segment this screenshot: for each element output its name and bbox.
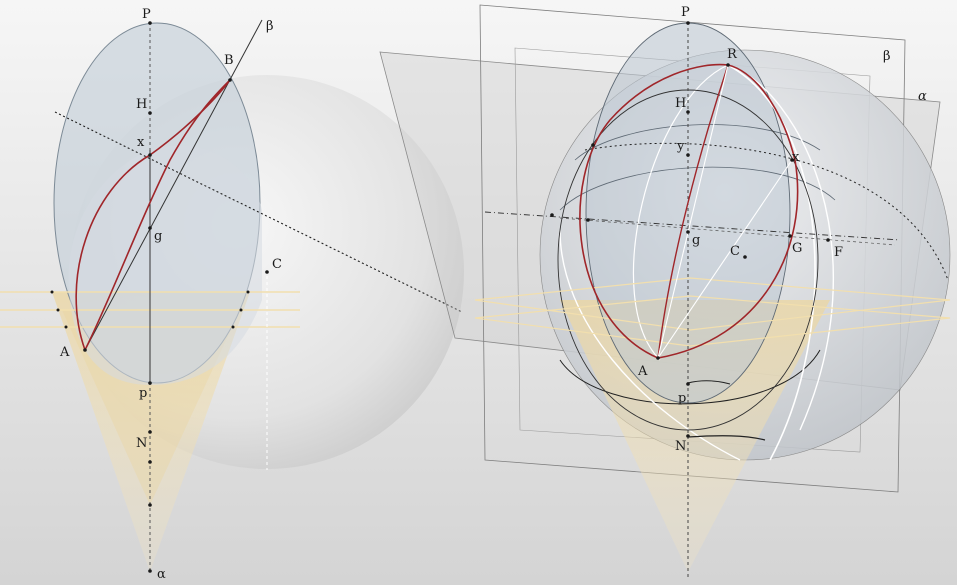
left-label-H: H xyxy=(136,97,147,112)
left-label-N: N xyxy=(136,436,147,451)
right-label-R: R xyxy=(727,47,738,62)
left-label-C: C xyxy=(272,257,282,272)
right-points xyxy=(550,21,830,438)
right-label-x: x xyxy=(792,150,800,165)
right-label-g: g xyxy=(692,233,700,248)
right-label-F: F xyxy=(834,245,843,260)
left-diagonal-dotted xyxy=(54,111,463,313)
right-label-alpha: α xyxy=(918,89,927,104)
right-label-G: G xyxy=(792,241,802,256)
right-axis-line-1 xyxy=(484,211,901,241)
left-label-P: P xyxy=(142,7,151,22)
left-label-alpha: α xyxy=(157,567,166,582)
right-white-meridian-4 xyxy=(559,229,741,461)
right-guide-plane-2 xyxy=(474,295,951,347)
right-latitude-mid xyxy=(559,166,836,211)
left-red-arc-inner xyxy=(84,79,231,351)
right-label-H: H xyxy=(675,96,686,111)
right-label-beta: β xyxy=(883,49,891,64)
right-alpha-dotted-curve xyxy=(584,142,949,281)
left-label-beta: β xyxy=(266,19,274,34)
right-guide-plane-1 xyxy=(474,277,951,331)
right-label-P: P xyxy=(681,5,690,20)
right-red-arc-3 xyxy=(657,64,729,359)
right-label-A: A xyxy=(637,364,648,379)
left-label-B: B xyxy=(224,53,234,68)
right-p-curve xyxy=(687,380,731,385)
right-latitude-bottom xyxy=(559,349,821,405)
right-latitude-top xyxy=(574,124,821,161)
right-white-line-Ax xyxy=(657,159,793,359)
right-white-meridian-2 xyxy=(727,64,834,431)
left-figure: P β B H x g C A p N α xyxy=(0,7,464,582)
right-white-meridian-3 xyxy=(632,64,729,361)
right-red-arc-2 xyxy=(657,64,799,359)
left-points xyxy=(50,21,269,573)
right-figure: P β α R H y x g C G F A p N xyxy=(379,4,951,578)
right-white-line-AR xyxy=(657,64,729,359)
right-axis-line-2 xyxy=(559,217,896,246)
right-label-N: N xyxy=(675,439,686,454)
left-label-x: x xyxy=(137,135,145,150)
left-overlap-region xyxy=(68,145,262,385)
left-red-arc-outer xyxy=(75,79,231,351)
left-label-A: A xyxy=(59,345,70,360)
right-label-C: C xyxy=(730,244,740,259)
left-beta-line xyxy=(84,19,263,351)
right-base-curve xyxy=(687,435,766,441)
right-red-arc-1 xyxy=(579,63,729,359)
left-label-p: p xyxy=(139,386,147,401)
right-label-p: p xyxy=(678,391,686,406)
left-label-g: g xyxy=(154,229,162,244)
right-beta-plane xyxy=(479,4,906,493)
right-label-y: y xyxy=(676,139,685,154)
